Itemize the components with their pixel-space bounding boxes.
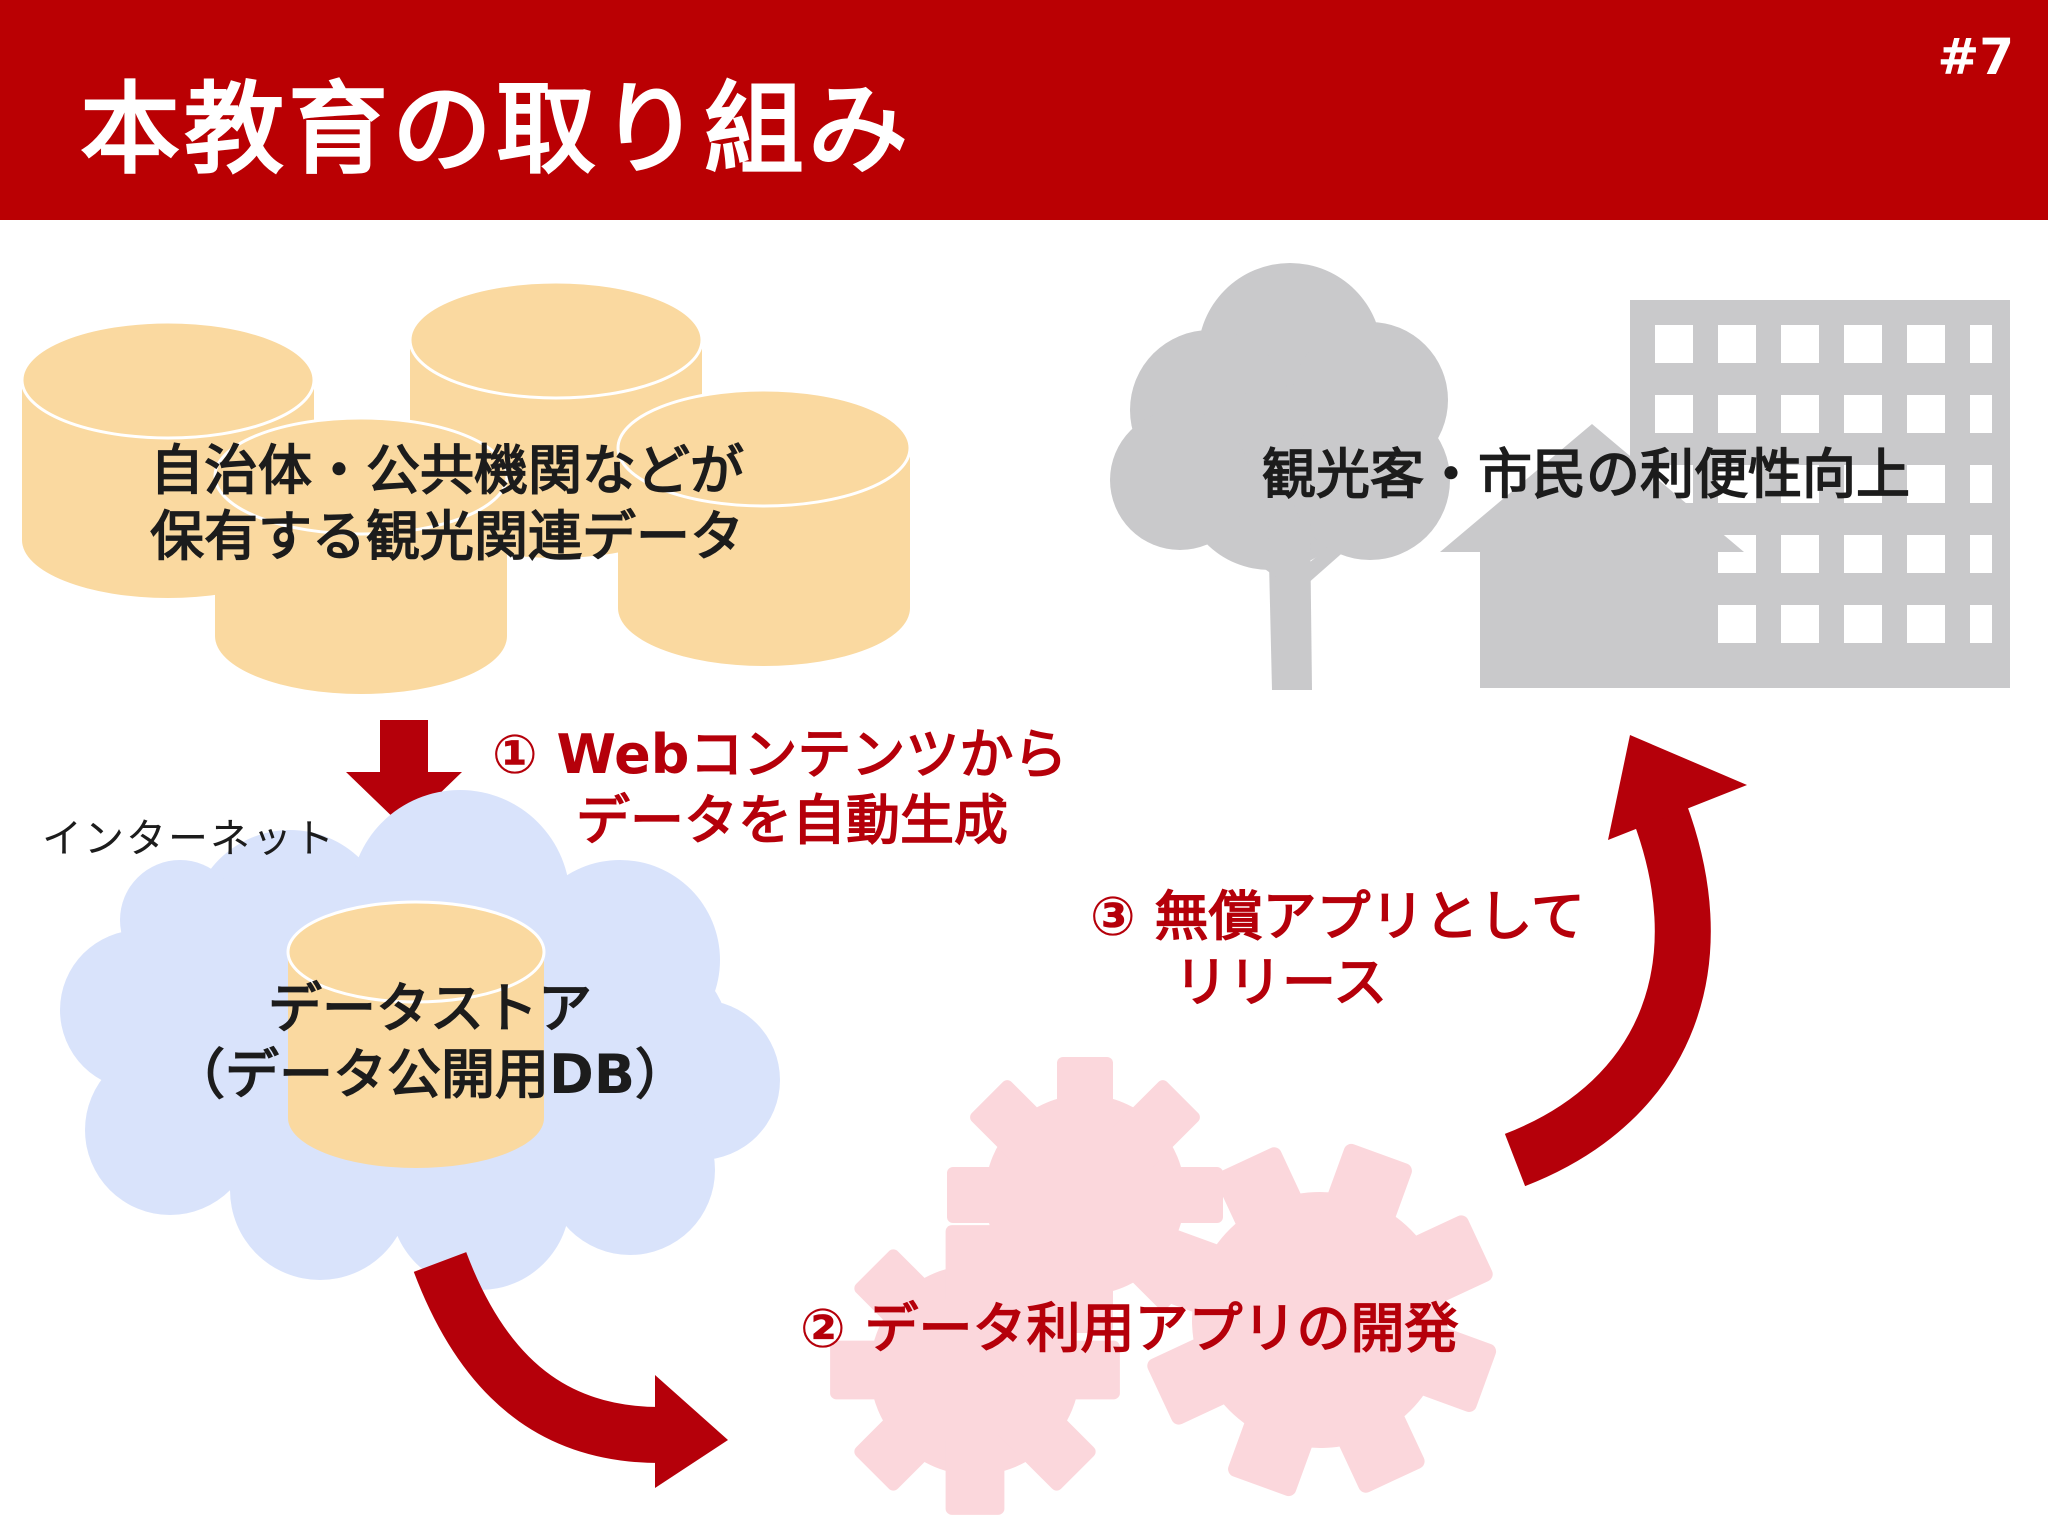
internet-label: インターネット xyxy=(42,816,336,862)
step-1-line-2: データを自動生成 xyxy=(576,788,1008,852)
source-data-label: 自治体・公共機関などが 保有する観光関連データ xyxy=(150,438,770,570)
data-store-label: データストア （データ公開用DB） xyxy=(150,976,710,1108)
tree-icon xyxy=(1110,263,1450,690)
step-3-label: ③ 無償アプリとして リリース xyxy=(1090,884,1585,1016)
benefit-label: 観光客・市民の利便性向上 xyxy=(1262,443,1910,506)
source-data-line-1: 自治体・公共機関などが xyxy=(150,439,744,502)
curved-arrow-to-apps-icon xyxy=(413,1251,728,1488)
step-1-line-1: ① Webコンテンツから xyxy=(492,723,1068,786)
step-3-line-1: ③ 無償アプリとして xyxy=(1090,885,1585,948)
curved-arrow-to-benefit-icon xyxy=(1504,735,1747,1187)
house-icon xyxy=(1440,424,1744,688)
down-arrow-icon xyxy=(346,720,462,828)
step-3-line-2: リリース xyxy=(1174,950,1388,1014)
cloud-database-icon xyxy=(60,790,780,1290)
title-bar: 本教育の取り組み #7 xyxy=(0,0,2048,220)
page-number: #7 xyxy=(1937,28,2014,86)
slide-title: 本教育の取り組み xyxy=(80,71,912,188)
step-1-label: ① Webコンテンツから データを自動生成 xyxy=(492,722,1067,854)
data-store-line-1: データストア xyxy=(268,977,592,1040)
source-data-line-2: 保有する観光関連データ xyxy=(150,504,744,568)
data-store-line-2: （データ公開用DB） xyxy=(171,1042,689,1106)
step-2-label: ② データ利用アプリの開発 xyxy=(800,1297,1459,1360)
